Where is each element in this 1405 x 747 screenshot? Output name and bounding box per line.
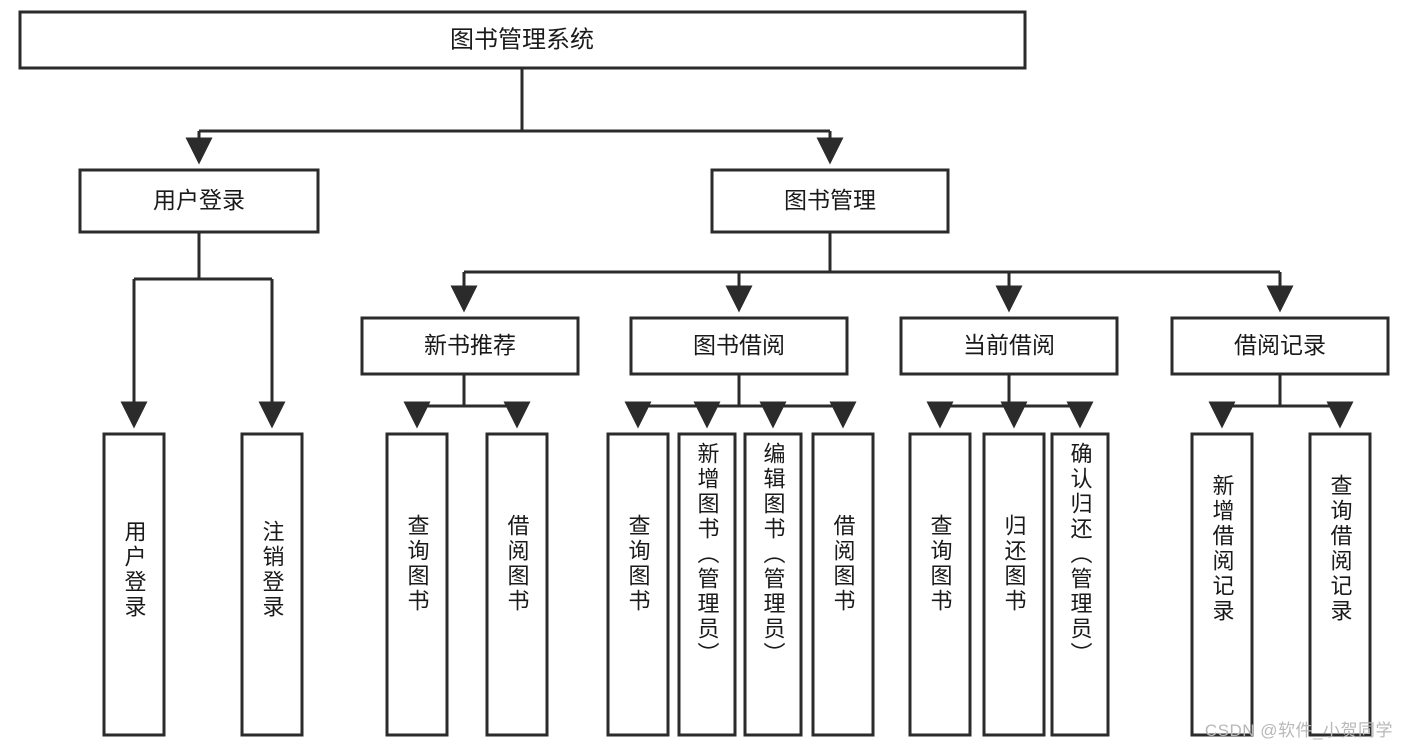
node-book-management-label: 图书管理: [784, 187, 876, 213]
node-current-borrow[interactable]: 当前借阅: [899, 316, 1119, 376]
node-new-book-recommend-label: 新书推荐: [424, 332, 516, 358]
node-current-borrow-label: 当前借阅: [963, 332, 1055, 358]
node-root-label: 图书管理系统: [450, 26, 594, 53]
csdn-watermark: CSDN @软件_小贺同学: [1204, 721, 1393, 740]
leaf-confirm-return-admin-box[interactable]: [1050, 432, 1110, 737]
node-user-login-box[interactable]: [78, 168, 320, 234]
node-borrow-record-box[interactable]: [1170, 316, 1390, 376]
leaf-layer: [102, 432, 1372, 737]
connector-layer: [120, 68, 1354, 429]
leaf-user-login-box[interactable]: [102, 432, 166, 737]
node-user-login-label: 用户登录: [153, 187, 245, 213]
node-book-management[interactable]: 图书管理: [710, 168, 950, 234]
node-book-borrow-label: 图书借阅: [693, 332, 785, 358]
leaf-query-borrow-record-box[interactable]: [1308, 432, 1372, 737]
node-new-book-recommend[interactable]: 新书推荐: [360, 316, 580, 376]
node-book-management-box[interactable]: [710, 168, 950, 234]
leaf-add-book-admin-box[interactable]: [677, 432, 737, 737]
leaf-query-book-1-box[interactable]: [385, 432, 449, 737]
node-root-box[interactable]: [18, 10, 1027, 70]
leaf-borrow-book-2-box[interactable]: [811, 432, 875, 737]
node-new-book-recommend-box[interactable]: [360, 316, 580, 376]
node-book-borrow-box[interactable]: [629, 316, 849, 376]
leaf-user-logout-box[interactable]: [240, 432, 304, 737]
node-root[interactable]: 图书管理系统: [18, 10, 1027, 70]
leaf-borrow-book-1-box[interactable]: [485, 432, 549, 737]
node-user-login[interactable]: 用户登录: [78, 168, 320, 234]
node-current-borrow-box[interactable]: [899, 316, 1119, 376]
leaf-query-book-3-box[interactable]: [908, 432, 972, 737]
node-book-borrow[interactable]: 图书借阅: [629, 316, 849, 376]
leaf-return-book-box[interactable]: [982, 432, 1046, 737]
node-borrow-record[interactable]: 借阅记录: [1170, 316, 1390, 376]
leaf-add-borrow-record-box[interactable]: [1190, 432, 1254, 737]
leaf-edit-book-admin-box[interactable]: [743, 432, 803, 737]
leaf-query-book-2-box[interactable]: [606, 432, 670, 737]
node-borrow-record-label: 借阅记录: [1234, 332, 1326, 358]
